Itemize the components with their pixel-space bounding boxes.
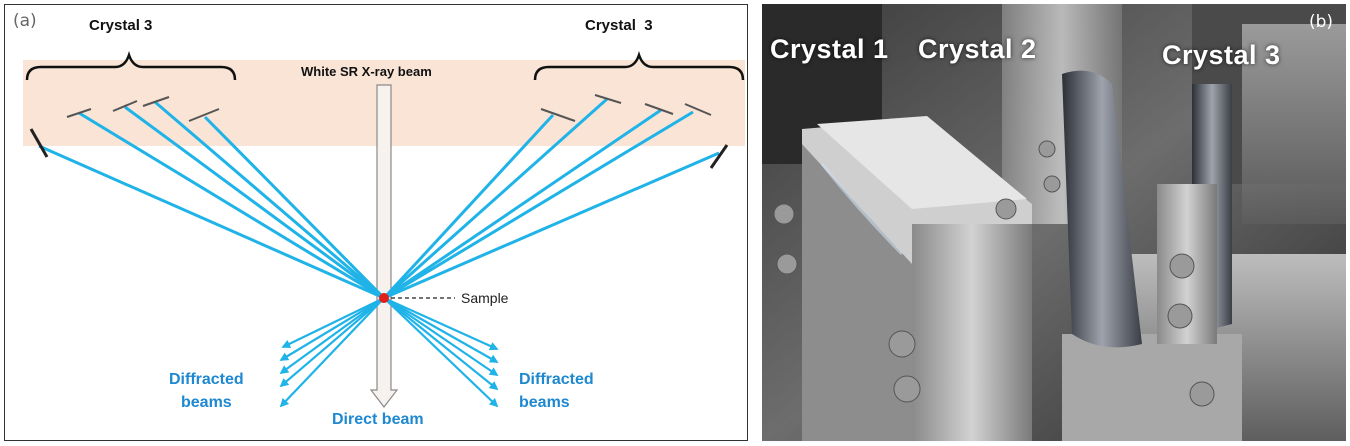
ray-left-4 [154,100,385,300]
direct-beam-label: Direct beam [332,411,424,428]
panel-b-photo: Crystal 1 Crystal 2 Crystal 3 (b) [762,4,1346,441]
diffracted-left-label-line2: beams [181,394,232,411]
sample-point [379,293,389,303]
crystal-1-label: Crystal 1 [770,34,889,64]
crystal-plate-right-2 [594,94,622,104]
crystal-plate-left-4 [142,96,170,107]
crystal-plate-right-4 [684,103,712,116]
sample-label: Sample [461,290,509,306]
diffracted-left-label-line1: Diffracted [169,371,244,388]
panel-label-b: (b) [1309,12,1334,32]
crystal-plate-left-1 [29,128,49,158]
crystal-plate-left-2 [66,108,92,118]
crystal-plate-right-1 [540,108,576,122]
diffracted-right-2 [383,297,499,363]
diffracted-left-4 [279,297,385,388]
diffracted-right-1 [383,296,499,351]
ray-left-1 [38,144,385,300]
diffracted-right-3 [383,297,499,376]
ray-right-4 [383,110,694,300]
crystal-plate-right-5 [709,144,729,169]
diffracted-left-2 [279,297,385,361]
crystal-plate-left-3 [112,100,138,112]
diffracted-right-label-line1: Diffracted [519,371,594,388]
incident-rays [38,97,720,300]
crystal-plates [29,94,729,169]
left-crystal-brace [25,51,237,81]
right-crystal-brace [533,51,745,81]
crystal-2-label: Crystal 2 [918,34,1037,64]
crystal-plate-right-3 [644,103,674,115]
panel-a-diagram: (a) Crystal 3 Crystal 3 White SR X-ray b… [4,4,748,441]
diffracted-beams [279,296,499,408]
crystal-3-label: Crystal 3 [1162,40,1281,70]
diffracted-left-3 [279,297,385,375]
diffracted-right-5 [383,297,499,408]
ray-right-2 [383,97,608,300]
beam-label: White SR X-ray beam [301,64,432,79]
apparatus-photo [762,4,1346,441]
diffracted-right-4 [383,297,499,391]
ray-left-5 [203,115,386,300]
crystal-right-label: Crystal 3 [585,17,653,34]
ray-right-5 [383,151,720,300]
white-beam-arrow [369,84,399,408]
diagram-canvas [23,51,745,408]
crystal-plate-left-5 [188,108,220,122]
crystal-left-label: Crystal 3 [89,17,153,34]
diffracted-left-1 [281,297,385,348]
ray-right-3 [383,108,662,300]
diffracted-right-label-line2: beams [519,394,570,411]
ray-right-1 [382,113,555,300]
panel-label-a: (a) [13,11,37,31]
ray-left-2 [78,111,385,300]
ray-left-3 [124,105,385,300]
diffracted-left-5 [279,297,385,408]
